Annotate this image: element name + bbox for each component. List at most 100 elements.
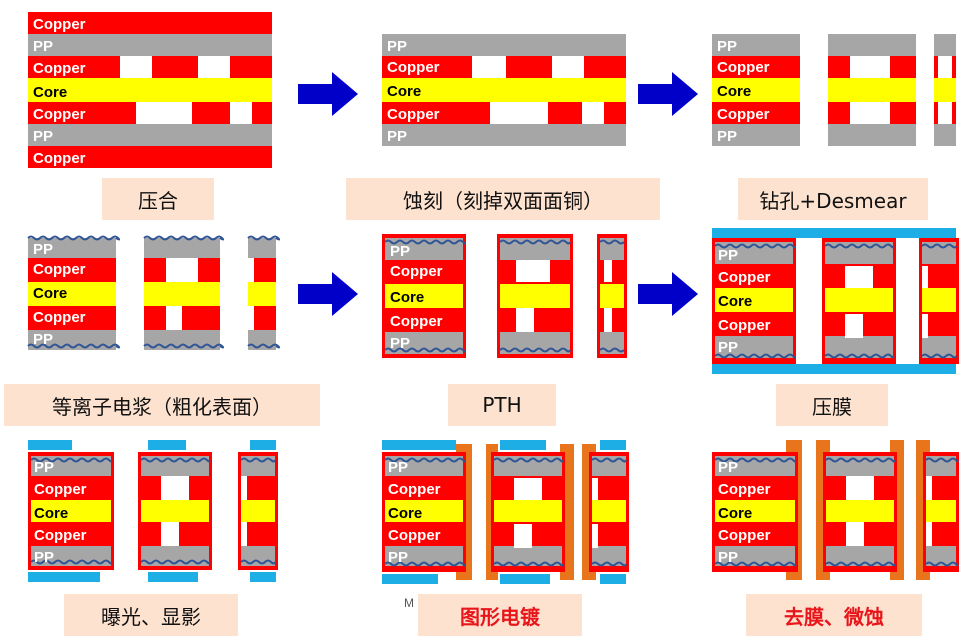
layer-label-copper: Copper — [387, 106, 440, 123]
layer-label-copper: Copper — [34, 481, 87, 498]
stray-text: M — [404, 596, 414, 610]
drill-hole — [516, 308, 534, 332]
layer-pp — [382, 34, 626, 56]
layer-pp — [141, 456, 209, 476]
layer-pp — [494, 456, 562, 476]
drill-hole — [166, 306, 182, 330]
roughened-surface-icon — [140, 457, 211, 463]
copper-gap — [490, 102, 548, 124]
layer-core — [385, 284, 463, 308]
dry-film — [28, 440, 72, 450]
drill-hole — [166, 258, 198, 282]
dry-film — [382, 574, 438, 584]
roughened-surface-icon — [30, 559, 113, 565]
roughened-surface-icon — [599, 239, 625, 245]
dry-film — [382, 440, 456, 450]
layer-label-pp: PP — [388, 549, 408, 566]
layer-label-copper: Copper — [33, 261, 86, 278]
layer-core — [248, 282, 276, 306]
roughened-surface-icon — [143, 343, 225, 349]
roughened-surface-icon — [143, 235, 225, 241]
caption-etching: 蚀刻（刻掉双面面铜） — [346, 178, 660, 220]
layer-copper — [385, 308, 463, 332]
layer-label-pp: PP — [33, 241, 53, 258]
layer-core — [385, 500, 463, 522]
dry-film — [148, 440, 186, 450]
layer-core — [715, 500, 795, 522]
roughened-surface-icon — [714, 561, 797, 567]
drill-hole — [850, 56, 890, 78]
layer-pp — [144, 238, 220, 258]
drill-hole — [248, 306, 254, 330]
drill-hole — [846, 476, 874, 500]
layer-pp — [715, 336, 793, 358]
layer-label-copper: Copper — [33, 106, 86, 123]
roughened-surface-icon — [825, 457, 896, 463]
drill-hole — [248, 258, 254, 282]
layer-label-pp: PP — [718, 247, 738, 264]
drill-hole — [850, 102, 890, 124]
layer-pp — [715, 546, 795, 566]
roughened-surface-icon — [499, 347, 571, 353]
roughened-surface-icon — [925, 457, 959, 463]
roughened-surface-icon — [599, 347, 625, 353]
layer-label-core: Core — [717, 83, 751, 100]
drill-hole — [604, 308, 612, 332]
layer-pp — [926, 546, 956, 566]
layer-pp — [828, 124, 916, 146]
roughened-surface-icon — [384, 561, 466, 567]
roughened-surface-icon — [591, 561, 627, 567]
layer-label-pp: PP — [33, 128, 53, 145]
layer-label-pp: PP — [718, 339, 738, 356]
layer-label-copper: Copper — [33, 150, 86, 167]
drill-hole — [926, 476, 932, 500]
layer-label-copper: Copper — [717, 106, 770, 123]
layer-copper — [28, 258, 116, 282]
drill-hole — [592, 478, 598, 500]
dry-film — [600, 574, 626, 584]
roughened-surface-icon — [247, 343, 281, 349]
layer-core — [592, 500, 626, 522]
layer-pp — [248, 238, 276, 258]
layer-label-copper: Copper — [718, 527, 771, 544]
drill-hole — [241, 522, 247, 546]
roughened-surface-icon — [499, 239, 571, 245]
layer-label-pp: PP — [33, 331, 53, 348]
layer-pp — [712, 34, 800, 56]
layer-core — [31, 500, 111, 522]
layer-copper — [28, 146, 272, 168]
layer-copper — [28, 306, 116, 330]
layer-core — [828, 78, 916, 102]
copper-gap — [120, 56, 152, 78]
caption-drilling-desmear: 钻孔+Desmear — [738, 178, 928, 220]
layer-core — [934, 78, 956, 102]
caption-pattern-plating: 图形电镀 — [418, 594, 582, 636]
layer-label-core: Core — [388, 505, 422, 522]
layer-pp — [826, 546, 894, 566]
dry-film — [712, 364, 956, 374]
dry-film — [712, 228, 956, 238]
layer-label-pp: PP — [717, 128, 737, 145]
dry-film — [148, 572, 198, 582]
layer-copper — [28, 12, 272, 34]
dry-film — [250, 440, 276, 450]
layer-label-copper: Copper — [33, 60, 86, 77]
arrow-icon — [298, 272, 358, 316]
caption-lamination: 压合 — [102, 178, 214, 220]
roughened-surface-icon — [714, 353, 796, 359]
drill-hole — [604, 260, 612, 282]
layer-pp — [28, 124, 272, 146]
roughened-surface-icon — [921, 353, 957, 359]
layer-core — [825, 288, 893, 312]
roughened-surface-icon — [384, 347, 466, 353]
layer-copper — [31, 476, 111, 500]
layer-copper — [385, 522, 463, 546]
